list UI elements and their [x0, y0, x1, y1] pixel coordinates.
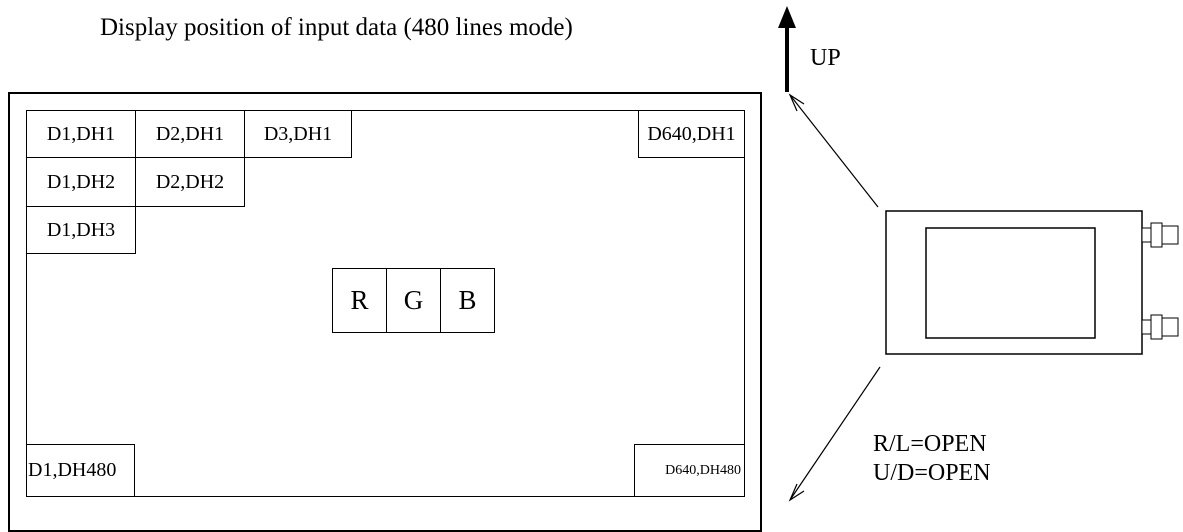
- cell-d640-dh480: D640,DH480: [634, 444, 745, 497]
- up-arrow-icon: [778, 6, 796, 92]
- cell-d1-dh3: D1,DH3: [26, 206, 136, 254]
- subpixel-g: G: [386, 268, 441, 333]
- display-area: [26, 110, 745, 497]
- mode-rl: R/L=OPEN: [873, 431, 987, 457]
- cell-d1-dh1: D1,DH1: [26, 110, 136, 158]
- cell-d1-dh480: D1,DH480: [26, 444, 135, 497]
- subpixel-b: B: [440, 268, 495, 333]
- mode-ud: U/D=OPEN: [873, 460, 991, 486]
- lcd-module-icon: [885, 210, 1179, 355]
- direction-arrow-downleft-icon: [788, 366, 881, 502]
- cell-d640-dh1: D640,DH1: [638, 110, 745, 158]
- diagram-graphics: [778, 6, 1179, 502]
- direction-arrow-upleft-icon: [788, 93, 879, 208]
- up-label: UP: [810, 45, 841, 71]
- cell-d2-dh2: D2,DH2: [135, 157, 245, 207]
- diagram-title: Display position of input data (480 line…: [100, 14, 573, 41]
- cell-d3-dh1: D3,DH1: [244, 110, 352, 158]
- subpixel-r: R: [332, 268, 387, 333]
- cell-d2-dh1: D2,DH1: [135, 110, 245, 158]
